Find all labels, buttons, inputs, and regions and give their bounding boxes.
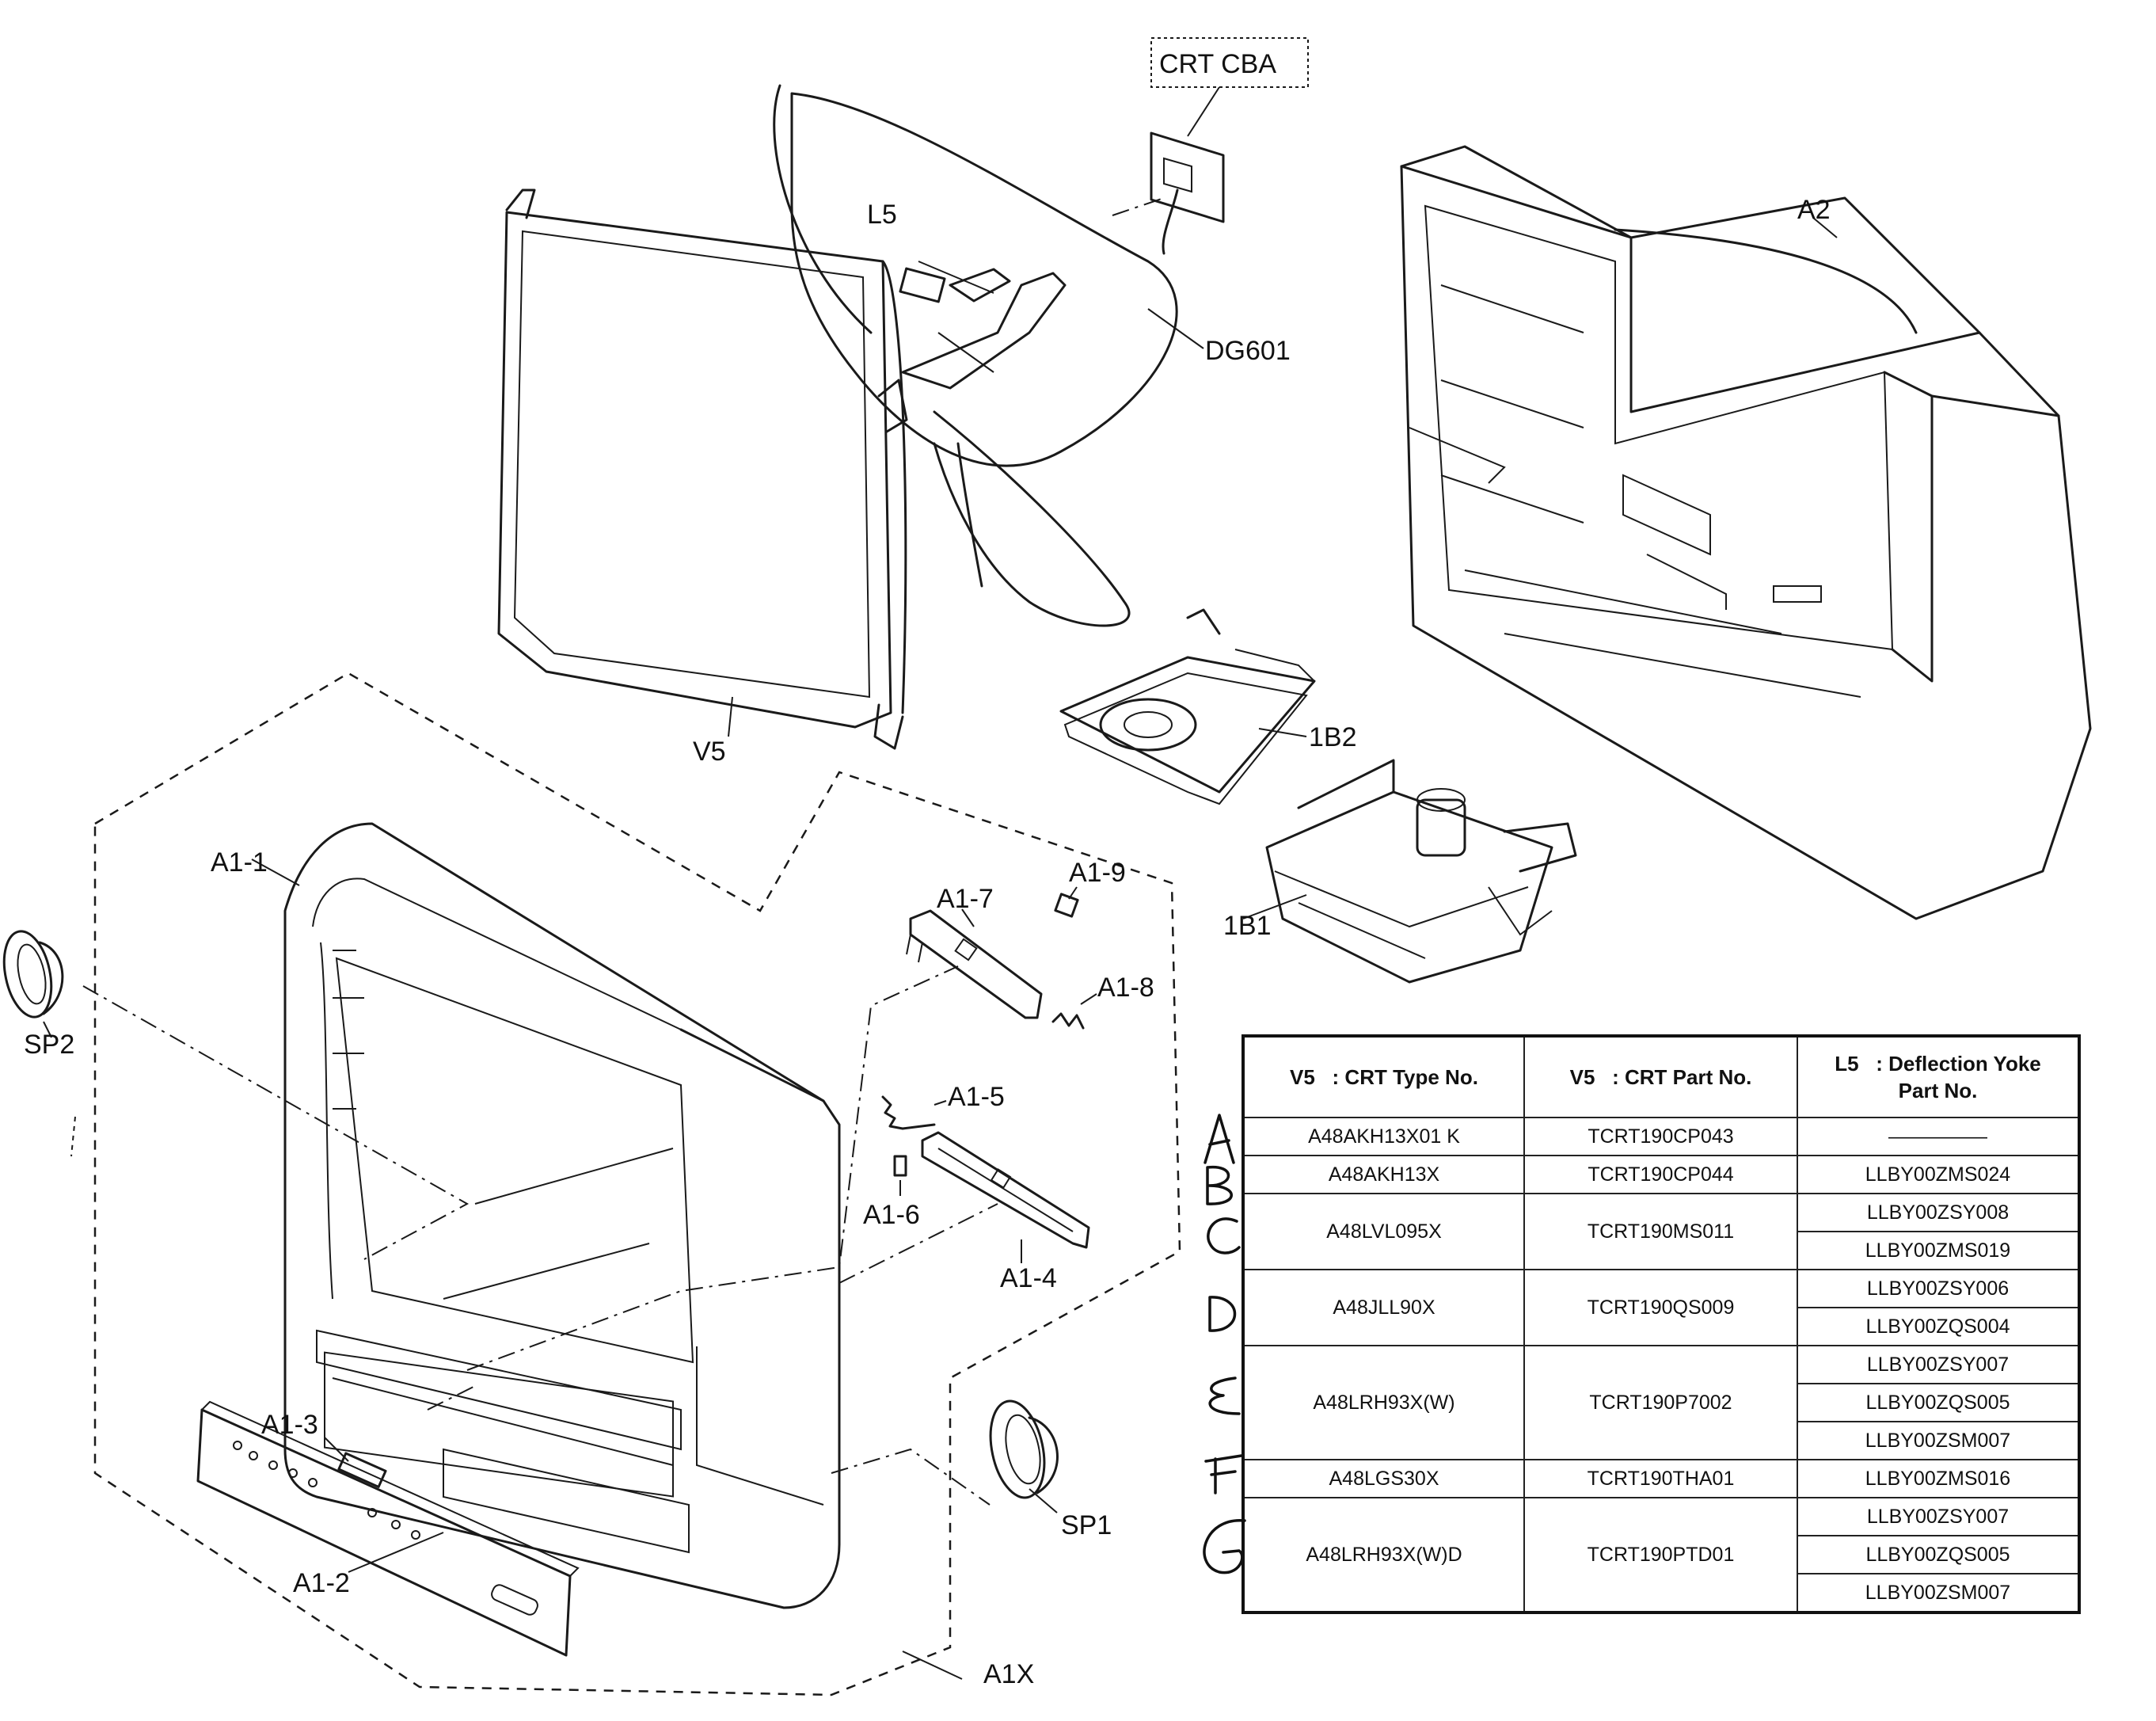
crt-cba-label: CRT CBA: [1159, 49, 1276, 79]
table-row: LLBY00ZSM007: [1243, 1573, 2080, 1613]
row-mark-f: [1204, 1454, 1243, 1494]
alignment-lines: [82, 965, 998, 1506]
table-row: LLBY00ZMS019: [1243, 1231, 2080, 1270]
yoke-part-cell: LLBY00ZSM007: [1797, 1573, 2080, 1613]
deck-mechanism-1b1: [1242, 759, 1577, 984]
dg601-label: DG601: [1205, 336, 1291, 366]
speaker-sp1: [989, 1399, 1059, 1513]
crt-part-cell: TCRT190QS009: [1523, 1269, 1798, 1346]
table-row: A48LRH93X(W)D TCRT190PTD01 LLBY00ZSY007: [1242, 1497, 2080, 1613]
table-row: LLBY00ZQS004: [1243, 1307, 2080, 1346]
row-mark-d: [1208, 1296, 1237, 1332]
degaussing-coil: [773, 84, 1204, 627]
crt-type-cell: A48LRH93X(W): [1242, 1345, 1525, 1460]
header-deflection-yoke: L5 : Deflection Yoke Part No.: [1797, 1035, 2080, 1118]
crt-part-cell: TCRT190MS011: [1523, 1193, 1798, 1270]
row-mark-e: [1208, 1376, 1241, 1415]
table-row: A48LRH93X(W) TCRT190P7002 LLBY00ZSY007: [1242, 1345, 2080, 1460]
a1-3-label: A1-3: [261, 1410, 318, 1440]
crt-parts-table: V5 : CRT Type No. V5 : CRT Part No. L5 :…: [1242, 1034, 2081, 1614]
table-row: A48AKH13X01 K TCRT190CP043 —————: [1242, 1117, 2080, 1156]
yoke-part-cell: LLBY00ZSY007: [1797, 1497, 2080, 1536]
crt-type-cell: A48AKH13X01 K: [1242, 1117, 1525, 1156]
row-mark-c: [1207, 1217, 1241, 1255]
1b2-label: 1B2: [1309, 722, 1357, 752]
sp2-label: SP2: [24, 1030, 74, 1060]
crt-type-cell: A48LVL095X: [1242, 1193, 1525, 1270]
a2-label: A2: [1797, 195, 1831, 225]
control-panel-strip: [196, 1400, 580, 1657]
a1-1-label: A1-1: [211, 847, 268, 878]
table-row: A48LGS30X TCRT190THA01 LLBY00ZMS016: [1242, 1459, 2080, 1498]
crt-type-cell: A48LGS30X: [1242, 1459, 1525, 1498]
crt-cba-board: [1112, 37, 1309, 255]
crt-part-cell: TCRT190THA01: [1523, 1459, 1798, 1498]
a1-8-label: A1-8: [1097, 973, 1154, 1003]
front-cabinet: [251, 822, 841, 1609]
yoke-part-cell: LLBY00ZMS024: [1797, 1155, 2080, 1194]
a1-2-label: A1-2: [293, 1568, 350, 1598]
part-a1-6: [893, 1155, 907, 1196]
a1-4-label: A1-4: [1000, 1263, 1057, 1293]
crt-type-cell: A48AKH13X: [1242, 1155, 1525, 1194]
speaker-sp2: [2, 930, 76, 1157]
l5-label: L5: [867, 200, 897, 230]
yoke-part-cell: LLBY00ZSY008: [1797, 1193, 2080, 1232]
handwritten-row-marks: [1203, 1114, 1246, 1574]
row-mark-g: [1203, 1519, 1246, 1574]
deck-mechanism-1b2: [1059, 608, 1316, 805]
yoke-part-cell: LLBY00ZSY007: [1797, 1345, 2080, 1384]
table-row: A48LVL095X TCRT190MS011 LLBY00ZSY008: [1242, 1193, 2080, 1270]
yoke-part-cell: LLBY00ZQS005: [1797, 1535, 2080, 1574]
crt-part-cell: TCRT190PTD01: [1523, 1497, 1798, 1613]
crt-type-cell: A48JLL90X: [1242, 1269, 1525, 1346]
table-row: LLBY00ZQS005: [1243, 1383, 2080, 1422]
sp1-label: SP1: [1061, 1510, 1112, 1540]
table-header-row: V5 : CRT Type No. V5 : CRT Part No. L5 :…: [1242, 1035, 2080, 1118]
a1-9-label: A1-9: [1069, 858, 1126, 888]
table-row: A48AKH13X TCRT190CP044 LLBY00ZMS024: [1242, 1155, 2080, 1194]
row-mark-b: [1206, 1165, 1233, 1205]
a1-5-label: A1-5: [948, 1082, 1005, 1112]
yoke-part-cell: LLBY00ZQS005: [1797, 1383, 2080, 1422]
header-crt-part: V5 : CRT Part No.: [1523, 1035, 1798, 1118]
bracket-a1-4: [921, 1131, 1090, 1263]
crt-type-cell: A48LRH93X(W)D: [1242, 1497, 1525, 1613]
v5-label: V5: [693, 737, 726, 767]
crt-picture-tube: [497, 188, 1067, 750]
table-row: LLBY00ZQS005: [1243, 1535, 2080, 1574]
yoke-part-cell: LLBY00ZMS016: [1797, 1459, 2080, 1498]
spring-a1-8: [1051, 993, 1097, 1030]
table-row: A48JLL90X TCRT190QS009 LLBY00ZSY006: [1242, 1269, 2080, 1346]
crt-part-cell: TCRT190P7002: [1523, 1345, 1798, 1460]
yoke-part-cell: —————: [1797, 1117, 2080, 1156]
a1x-assembly-boundary: [93, 672, 1181, 1696]
bracket-a1-7: [906, 908, 1043, 1019]
yoke-part-cell: LLBY00ZSY006: [1797, 1269, 2080, 1308]
header-crt-type: V5 : CRT Type No.: [1242, 1035, 1525, 1118]
crt-part-cell: TCRT190CP044: [1523, 1155, 1798, 1194]
a1x-label: A1X: [983, 1659, 1034, 1689]
yoke-part-cell: LLBY00ZQS004: [1797, 1307, 2080, 1346]
a1-6-label: A1-6: [863, 1200, 920, 1230]
crt-part-cell: TCRT190CP043: [1523, 1117, 1798, 1156]
part-a1-9: [1054, 886, 1079, 918]
table-row: LLBY00ZSM007: [1243, 1421, 2080, 1460]
yoke-part-cell: LLBY00ZSM007: [1797, 1421, 2080, 1460]
row-mark-a: [1203, 1114, 1235, 1164]
back-cabinet: [1400, 145, 2092, 920]
spring-a1-5: [881, 1095, 947, 1130]
1b1-label: 1B1: [1223, 911, 1272, 941]
a1-7-label: A1-7: [937, 884, 994, 914]
yoke-part-cell: LLBY00ZMS019: [1797, 1231, 2080, 1270]
